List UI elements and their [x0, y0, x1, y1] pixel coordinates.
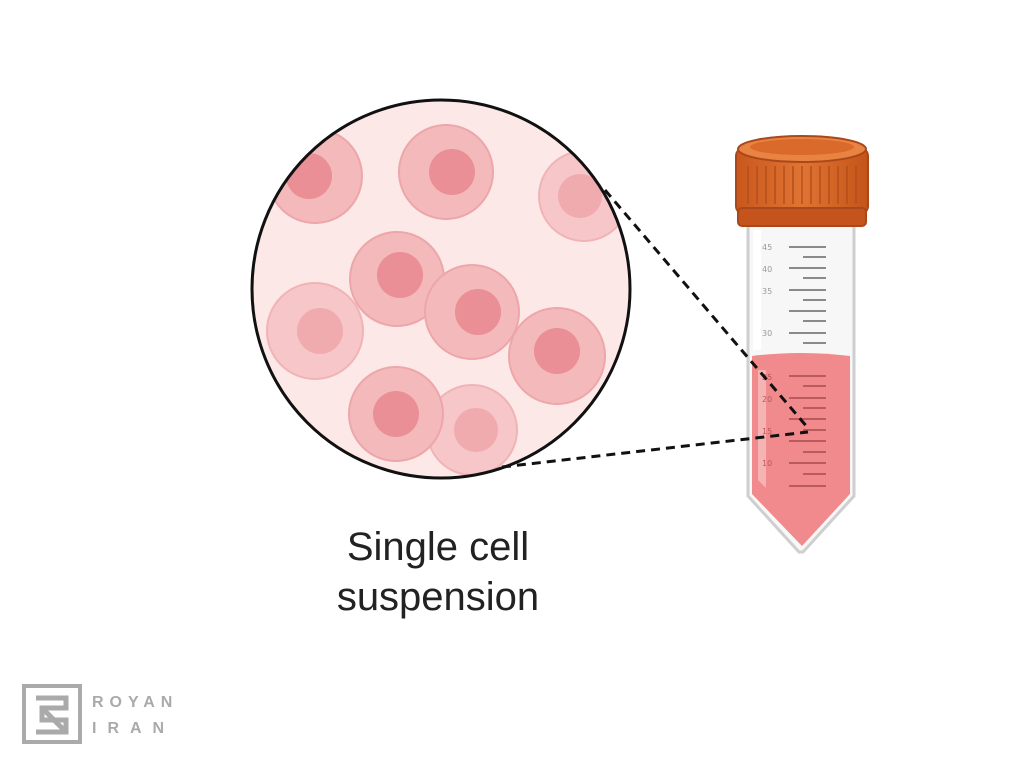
cell [424, 264, 520, 360]
tube-scale-liquid [789, 375, 826, 487]
scale-label: 30 [762, 329, 772, 338]
tube-scale-labels: 45 40 35 30 25 20 15 10 [762, 243, 772, 468]
scale-label: 10 [762, 459, 772, 468]
tube-scale [789, 246, 826, 344]
cell [266, 282, 364, 380]
royan-logo: ROYAN IRAN [22, 684, 182, 750]
tube-liquid-highlight [758, 370, 766, 488]
scale-label: 35 [762, 287, 772, 296]
scale-label: 15 [762, 427, 772, 436]
scale-label: 40 [762, 265, 772, 274]
scale-label: 20 [762, 395, 772, 404]
tube-glass-highlight [753, 230, 761, 350]
zoom-line-bottom [501, 430, 809, 469]
logo-text-iran: IRAN [92, 720, 176, 737]
caption-line-2: suspension [336, 575, 540, 619]
magnified-circle-outline [250, 98, 632, 480]
cell [426, 384, 518, 476]
conical-tube: 45 40 35 30 25 20 15 10 [735, 135, 869, 554]
scale-label: 45 [762, 243, 772, 252]
diagram-caption: Single cell suspension [268, 522, 608, 622]
cell [348, 366, 444, 462]
scale-label: 25 [762, 373, 772, 382]
logo-text-royan: ROYAN [92, 694, 179, 711]
caption-line-1: Single cell [346, 525, 530, 569]
tube-cap [735, 135, 869, 227]
zoom-connector-lines [501, 189, 810, 469]
tube-liquid [752, 353, 850, 546]
cell [267, 128, 363, 224]
cell [349, 231, 445, 327]
cell [398, 124, 494, 220]
cell [508, 307, 606, 405]
royan-logo-mark-icon [22, 684, 82, 744]
zoom-line-top [603, 189, 810, 429]
magnified-view [250, 98, 632, 480]
